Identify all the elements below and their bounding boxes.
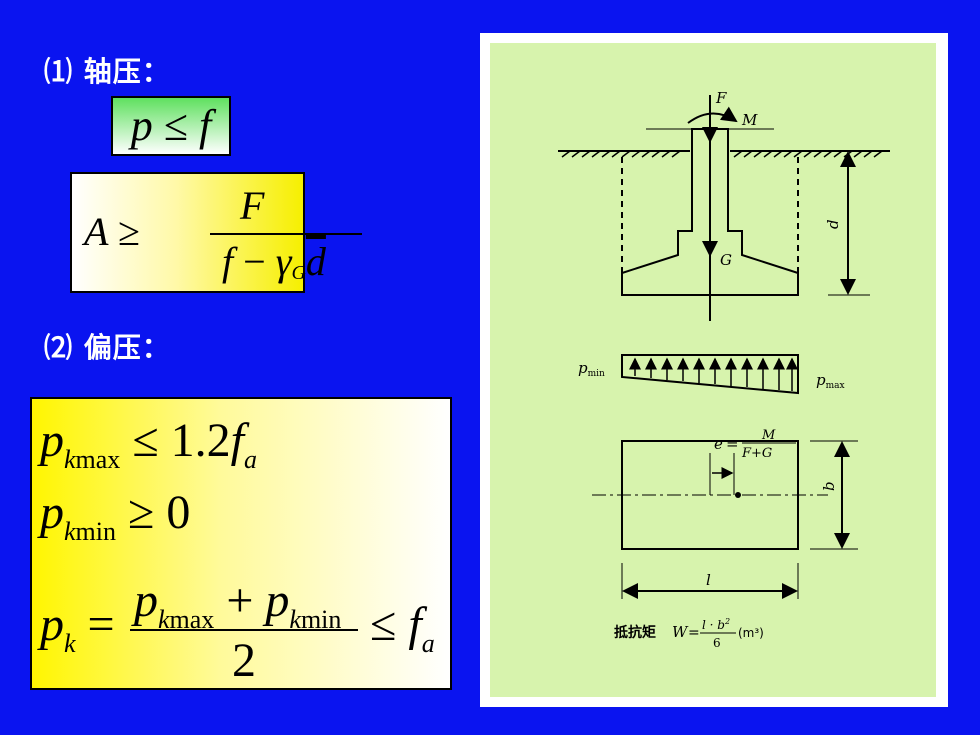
formula-pmin-condition: pkmin ≥ 0 bbox=[40, 486, 191, 546]
load-point bbox=[735, 492, 741, 498]
pressure-diagram bbox=[621, 354, 799, 395]
label-M: M bbox=[741, 111, 758, 129]
footing-outline bbox=[621, 128, 799, 296]
formula-area-requirement: A ≥ F f − γGd bbox=[70, 172, 362, 293]
formula-eccentric-bearing: pkmax ≤ 1.2fa pkmin ≥ 0 pk = pkmax + pkm… bbox=[30, 397, 452, 690]
foundation-diagram: F M G d pmin pmax e = M F+G b l 抵抗矩 W = … bbox=[558, 89, 890, 650]
svg-text:(m³): (m³) bbox=[738, 626, 764, 640]
foundation-figure: F M G d pmin pmax e = M F+G b l 抵抗矩 W = … bbox=[480, 33, 948, 707]
formula-symbol: f bbox=[198, 101, 212, 150]
caption-resisting-moment: 抵抗矩 W = l · b2 6 (m³) bbox=[614, 617, 764, 650]
formula-lhs: A ≥ bbox=[84, 209, 140, 254]
label-e-den: F+G bbox=[741, 446, 772, 461]
svg-text:l · b2: l · b2 bbox=[702, 617, 730, 632]
formula-pmax-condition: pkmax ≤ 1.2fa bbox=[40, 414, 257, 474]
svg-text:W: W bbox=[672, 623, 689, 641]
label-l: l bbox=[706, 571, 711, 589]
svg-text:抵抗矩: 抵抗矩 bbox=[614, 624, 656, 641]
fraction-bar bbox=[210, 233, 362, 235]
svg-text:=: = bbox=[688, 625, 700, 641]
section-heading-axial: ⑴ 轴压： bbox=[44, 55, 171, 88]
formula-axial-bearing: p ≤ f bbox=[111, 96, 231, 156]
fraction-bar bbox=[130, 629, 358, 631]
label-pmin: pmin bbox=[578, 359, 605, 379]
formula-pk-lhs: pk = bbox=[40, 598, 115, 658]
svg-text:6: 6 bbox=[713, 636, 721, 650]
formula-pk-denominator: 2 bbox=[232, 634, 256, 687]
pressure-arrows bbox=[629, 357, 798, 391]
formula-pk-numerator: pkmax + pkmin bbox=[134, 574, 342, 634]
label-pmax: pmax bbox=[816, 371, 845, 391]
ground-hatch bbox=[561, 150, 883, 158]
label-e-num: M bbox=[761, 428, 776, 443]
formula-operator: ≤ bbox=[163, 101, 188, 150]
label-e-eq: = bbox=[726, 435, 739, 453]
label-G: G bbox=[720, 251, 732, 269]
label-b: b bbox=[820, 481, 838, 491]
formula-pk-rhs: ≤ fa bbox=[370, 598, 435, 658]
formula-denominator: f − γGd bbox=[222, 239, 326, 284]
label-d: d bbox=[824, 219, 842, 229]
label-F: F bbox=[715, 89, 727, 107]
label-e: e bbox=[714, 435, 723, 453]
section-heading-eccentric: ⑵ 偏压： bbox=[44, 331, 171, 364]
formula-numerator: F bbox=[240, 183, 265, 228]
moment-M-arrow bbox=[687, 106, 738, 124]
formula-symbol: p bbox=[130, 101, 153, 150]
